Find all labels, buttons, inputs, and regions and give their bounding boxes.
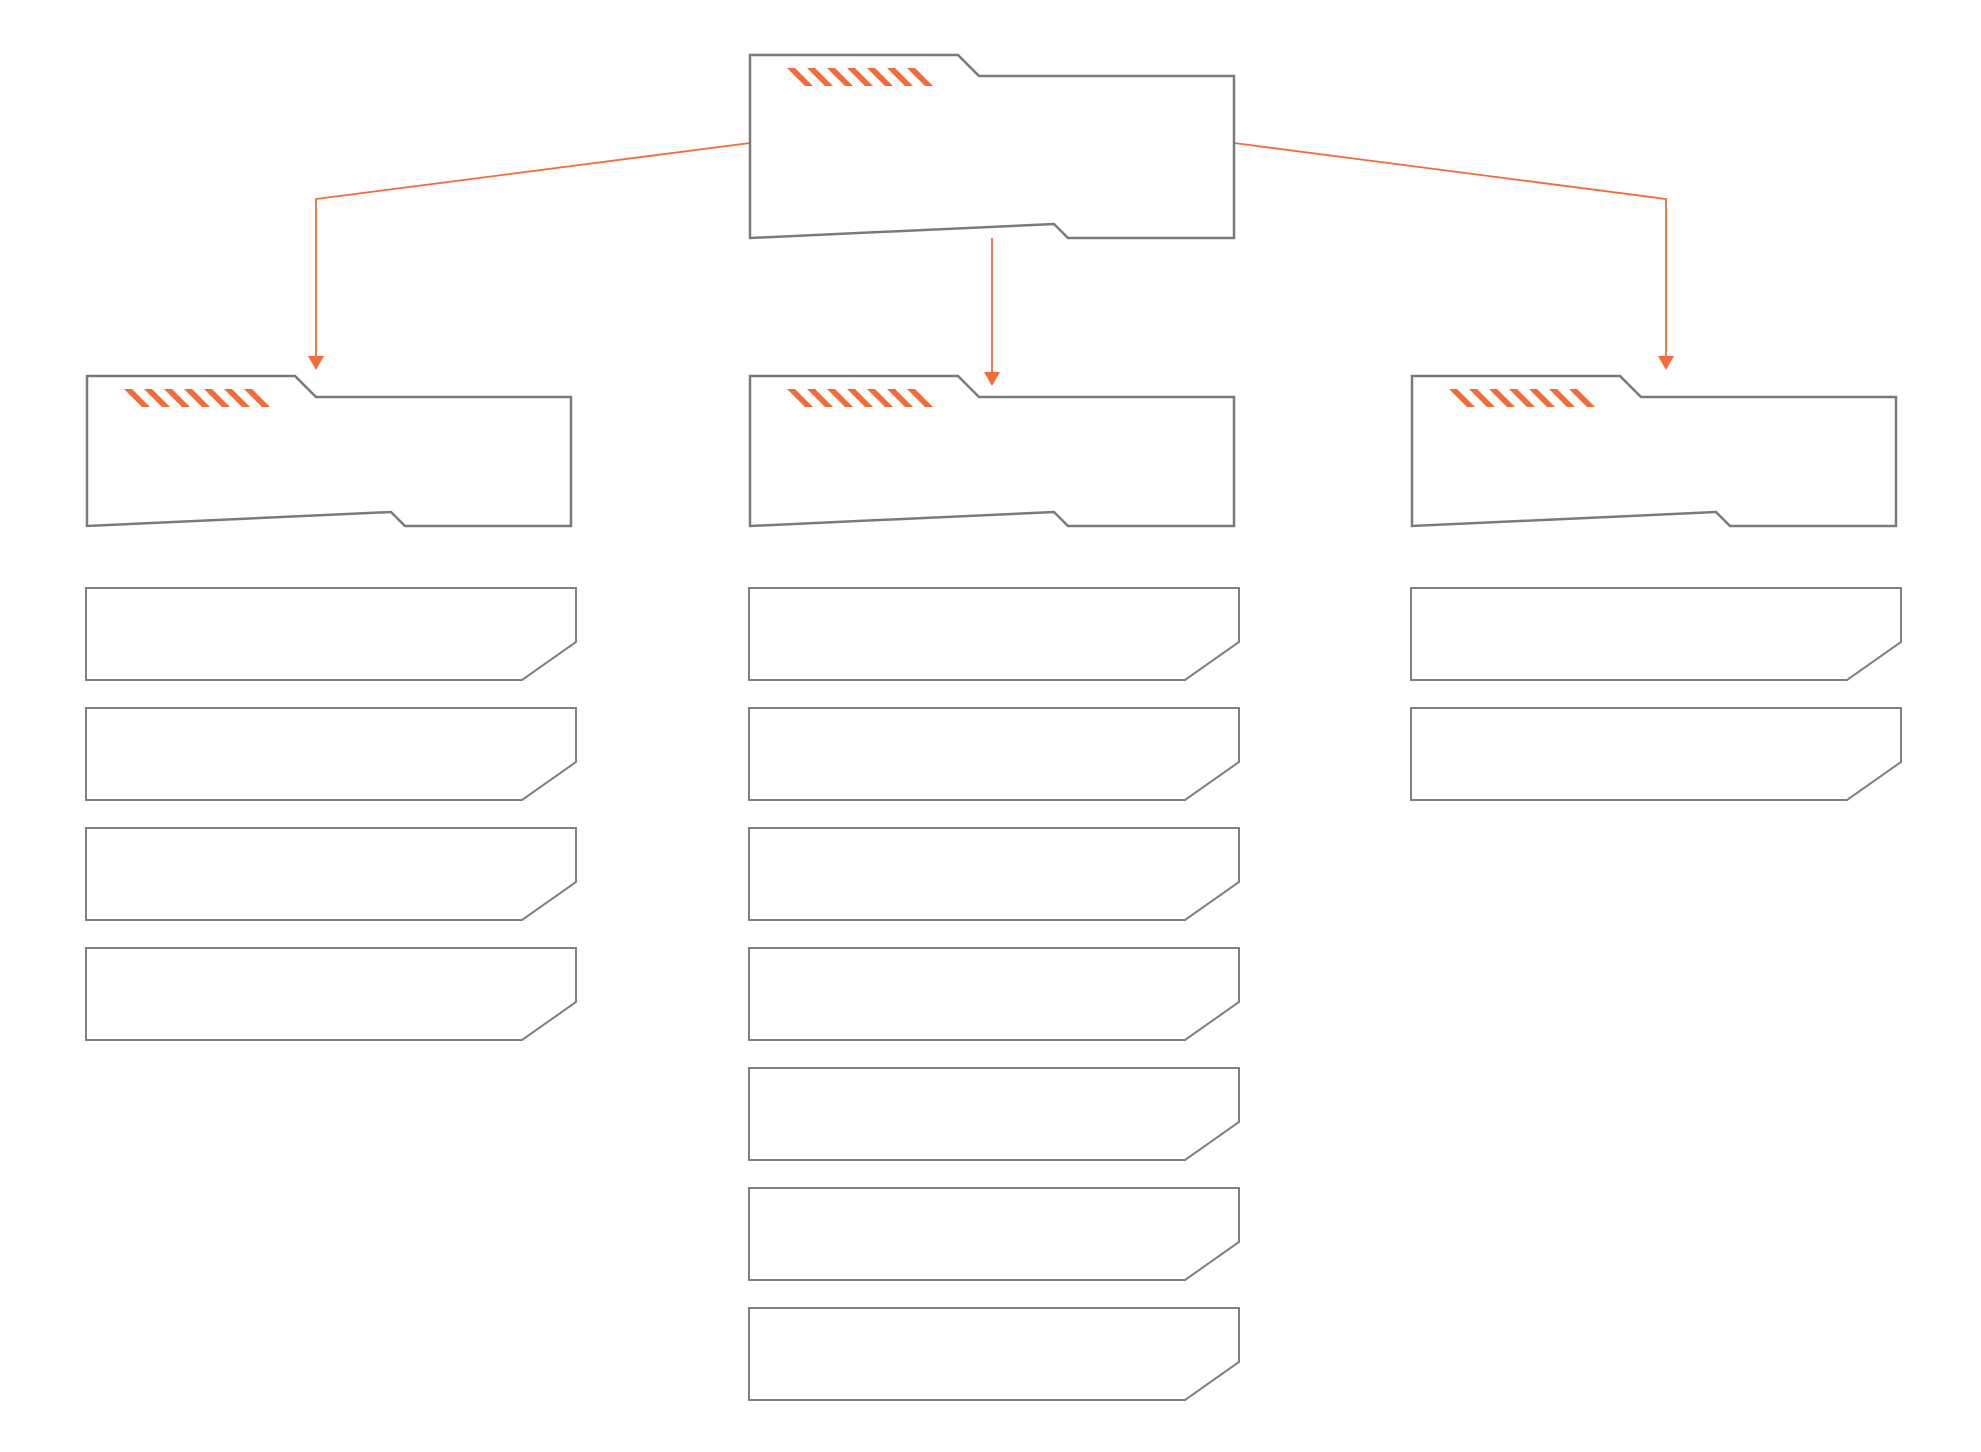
item-frame [1410,587,1902,681]
item-frame [85,827,577,921]
stripe [907,68,933,86]
stripe [184,389,210,407]
list-item [85,707,577,801]
stripe [1529,389,1555,407]
item-frame [1410,707,1902,801]
list-item [85,827,577,921]
stripe [807,68,833,86]
list-item [748,1067,1240,1161]
connector-right [1233,142,1667,356]
stripe [907,389,933,407]
item-frame [748,587,1240,681]
hazard-stripes-icon [787,68,933,86]
item-frame [748,947,1240,1041]
stripe [807,389,833,407]
stripe [847,389,873,407]
item-frame [748,1307,1240,1401]
stripe [224,389,250,407]
stripe [847,68,873,86]
stripe [1569,389,1595,407]
list-item [748,587,1240,681]
stripe [164,389,190,407]
arrow-down-icon [1658,356,1674,370]
list-item [748,1187,1240,1281]
connector-left [315,142,751,356]
list-item [748,707,1240,801]
root-node [748,53,1236,240]
stripe [1509,389,1535,407]
stripe [1489,389,1515,407]
node-frame [1410,374,1898,528]
branch-node-2 [748,374,1236,528]
item-frame [748,1187,1240,1281]
stripe [124,389,150,407]
item-frame [748,707,1240,801]
item-frame [748,1067,1240,1161]
item-frame [85,947,577,1041]
node-frame [748,374,1236,528]
hazard-stripes-icon [787,389,933,407]
stripe [827,68,853,86]
hazard-stripes-icon [1449,389,1595,407]
list-item [85,947,577,1041]
stripe [887,68,913,86]
stripe [787,68,813,86]
stripe [827,389,853,407]
stripe [1549,389,1575,407]
item-frame [85,707,577,801]
stripe [1449,389,1475,407]
list-item [748,947,1240,1041]
node-frame [748,53,1236,240]
arrow-down-icon [984,372,1000,386]
stripe [144,389,170,407]
stripe [244,389,270,407]
hazard-stripes-icon [124,389,270,407]
stripe [1469,389,1495,407]
stripe [787,389,813,407]
list-item [748,1307,1240,1401]
node-frame [85,374,573,528]
branch-node-3 [1410,374,1898,528]
item-frame [748,827,1240,921]
list-item [1410,587,1902,681]
item-frame [85,587,577,681]
stripe [867,389,893,407]
connectors [308,142,1674,386]
stripe [204,389,230,407]
list-item [85,587,577,681]
arrow-down-icon [308,356,324,370]
branch-node-1 [85,374,573,528]
list-item [1410,707,1902,801]
stripe [867,68,893,86]
stripe [887,389,913,407]
list-item [748,827,1240,921]
nodes [85,53,1902,1401]
